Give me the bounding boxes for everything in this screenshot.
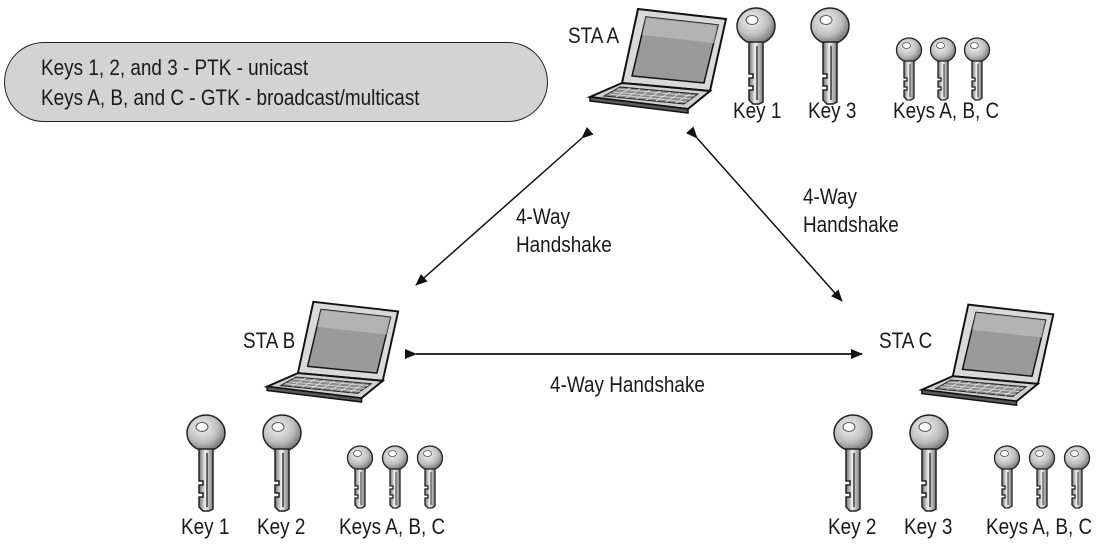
sta-a-key-1-icon bbox=[736, 7, 776, 105]
sta-a-key-label-1: Key 1 bbox=[733, 98, 782, 123]
sta-b-key-1-icon bbox=[186, 414, 226, 512]
sta-b-group-key-c-icon bbox=[416, 445, 444, 509]
sta-a-group-key-b-icon bbox=[929, 37, 957, 101]
sta-c-key-label-1: Key 2 bbox=[828, 514, 877, 539]
sta-c-label: STA C bbox=[879, 328, 933, 353]
sta-c-group-key-c-icon bbox=[1063, 445, 1091, 509]
sta-b-key-label-1: Key 1 bbox=[181, 514, 230, 539]
sta-c-group-key-a-icon bbox=[993, 445, 1021, 509]
sta-a-group-key-a-icon bbox=[895, 37, 923, 101]
sta-a-key-3-icon bbox=[810, 7, 850, 105]
handshake-arrow-a-b bbox=[415, 126, 594, 286]
sta-b-key-2-icon bbox=[262, 414, 302, 512]
sta-c-key-3-icon bbox=[909, 414, 949, 512]
legend-line-ptk: Keys 1, 2, and 3 - PTK - unicast bbox=[41, 55, 309, 80]
handshake-ab-label-line2: Handshake bbox=[516, 232, 612, 257]
handshake-bc-label: 4-Way Handshake bbox=[550, 372, 705, 397]
handshake-ac-label-line1: 4-Way bbox=[803, 184, 857, 209]
sta-a-label: STA A bbox=[568, 23, 620, 48]
sta-b-label: STA B bbox=[243, 328, 296, 353]
sta-b-group-key-a-icon bbox=[346, 445, 374, 509]
sta-b-key-label-2: Key 2 bbox=[257, 514, 306, 539]
handshake-ac-label-line2: Handshake bbox=[803, 212, 899, 237]
legend-box: Keys 1, 2, and 3 - PTK - unicast Keys A,… bbox=[4, 42, 548, 122]
sta-c-group-key-b-icon bbox=[1028, 445, 1056, 509]
sta-c-laptop-icon bbox=[920, 303, 1055, 407]
handshake-arrow-a-c bbox=[685, 126, 843, 302]
sta-b-group-key-b-icon bbox=[381, 445, 409, 509]
sta-a-group-keys-label: Keys A, B, C bbox=[893, 98, 1000, 123]
sta-a-group-key-c-icon bbox=[963, 37, 991, 101]
sta-b-group-keys-label: Keys A, B, C bbox=[339, 514, 446, 539]
handshake-ab-label-line1: 4-Way bbox=[516, 204, 570, 229]
sta-a-key-label-2: Key 3 bbox=[808, 98, 857, 123]
legend-line-gtk: Keys A, B, and C - GTK - broadcast/multi… bbox=[41, 85, 420, 110]
sta-c-key-label-2: Key 3 bbox=[904, 514, 953, 539]
sta-c-key-2-icon bbox=[833, 414, 873, 512]
sta-c-group-keys-label: Keys A, B, C bbox=[986, 514, 1093, 539]
